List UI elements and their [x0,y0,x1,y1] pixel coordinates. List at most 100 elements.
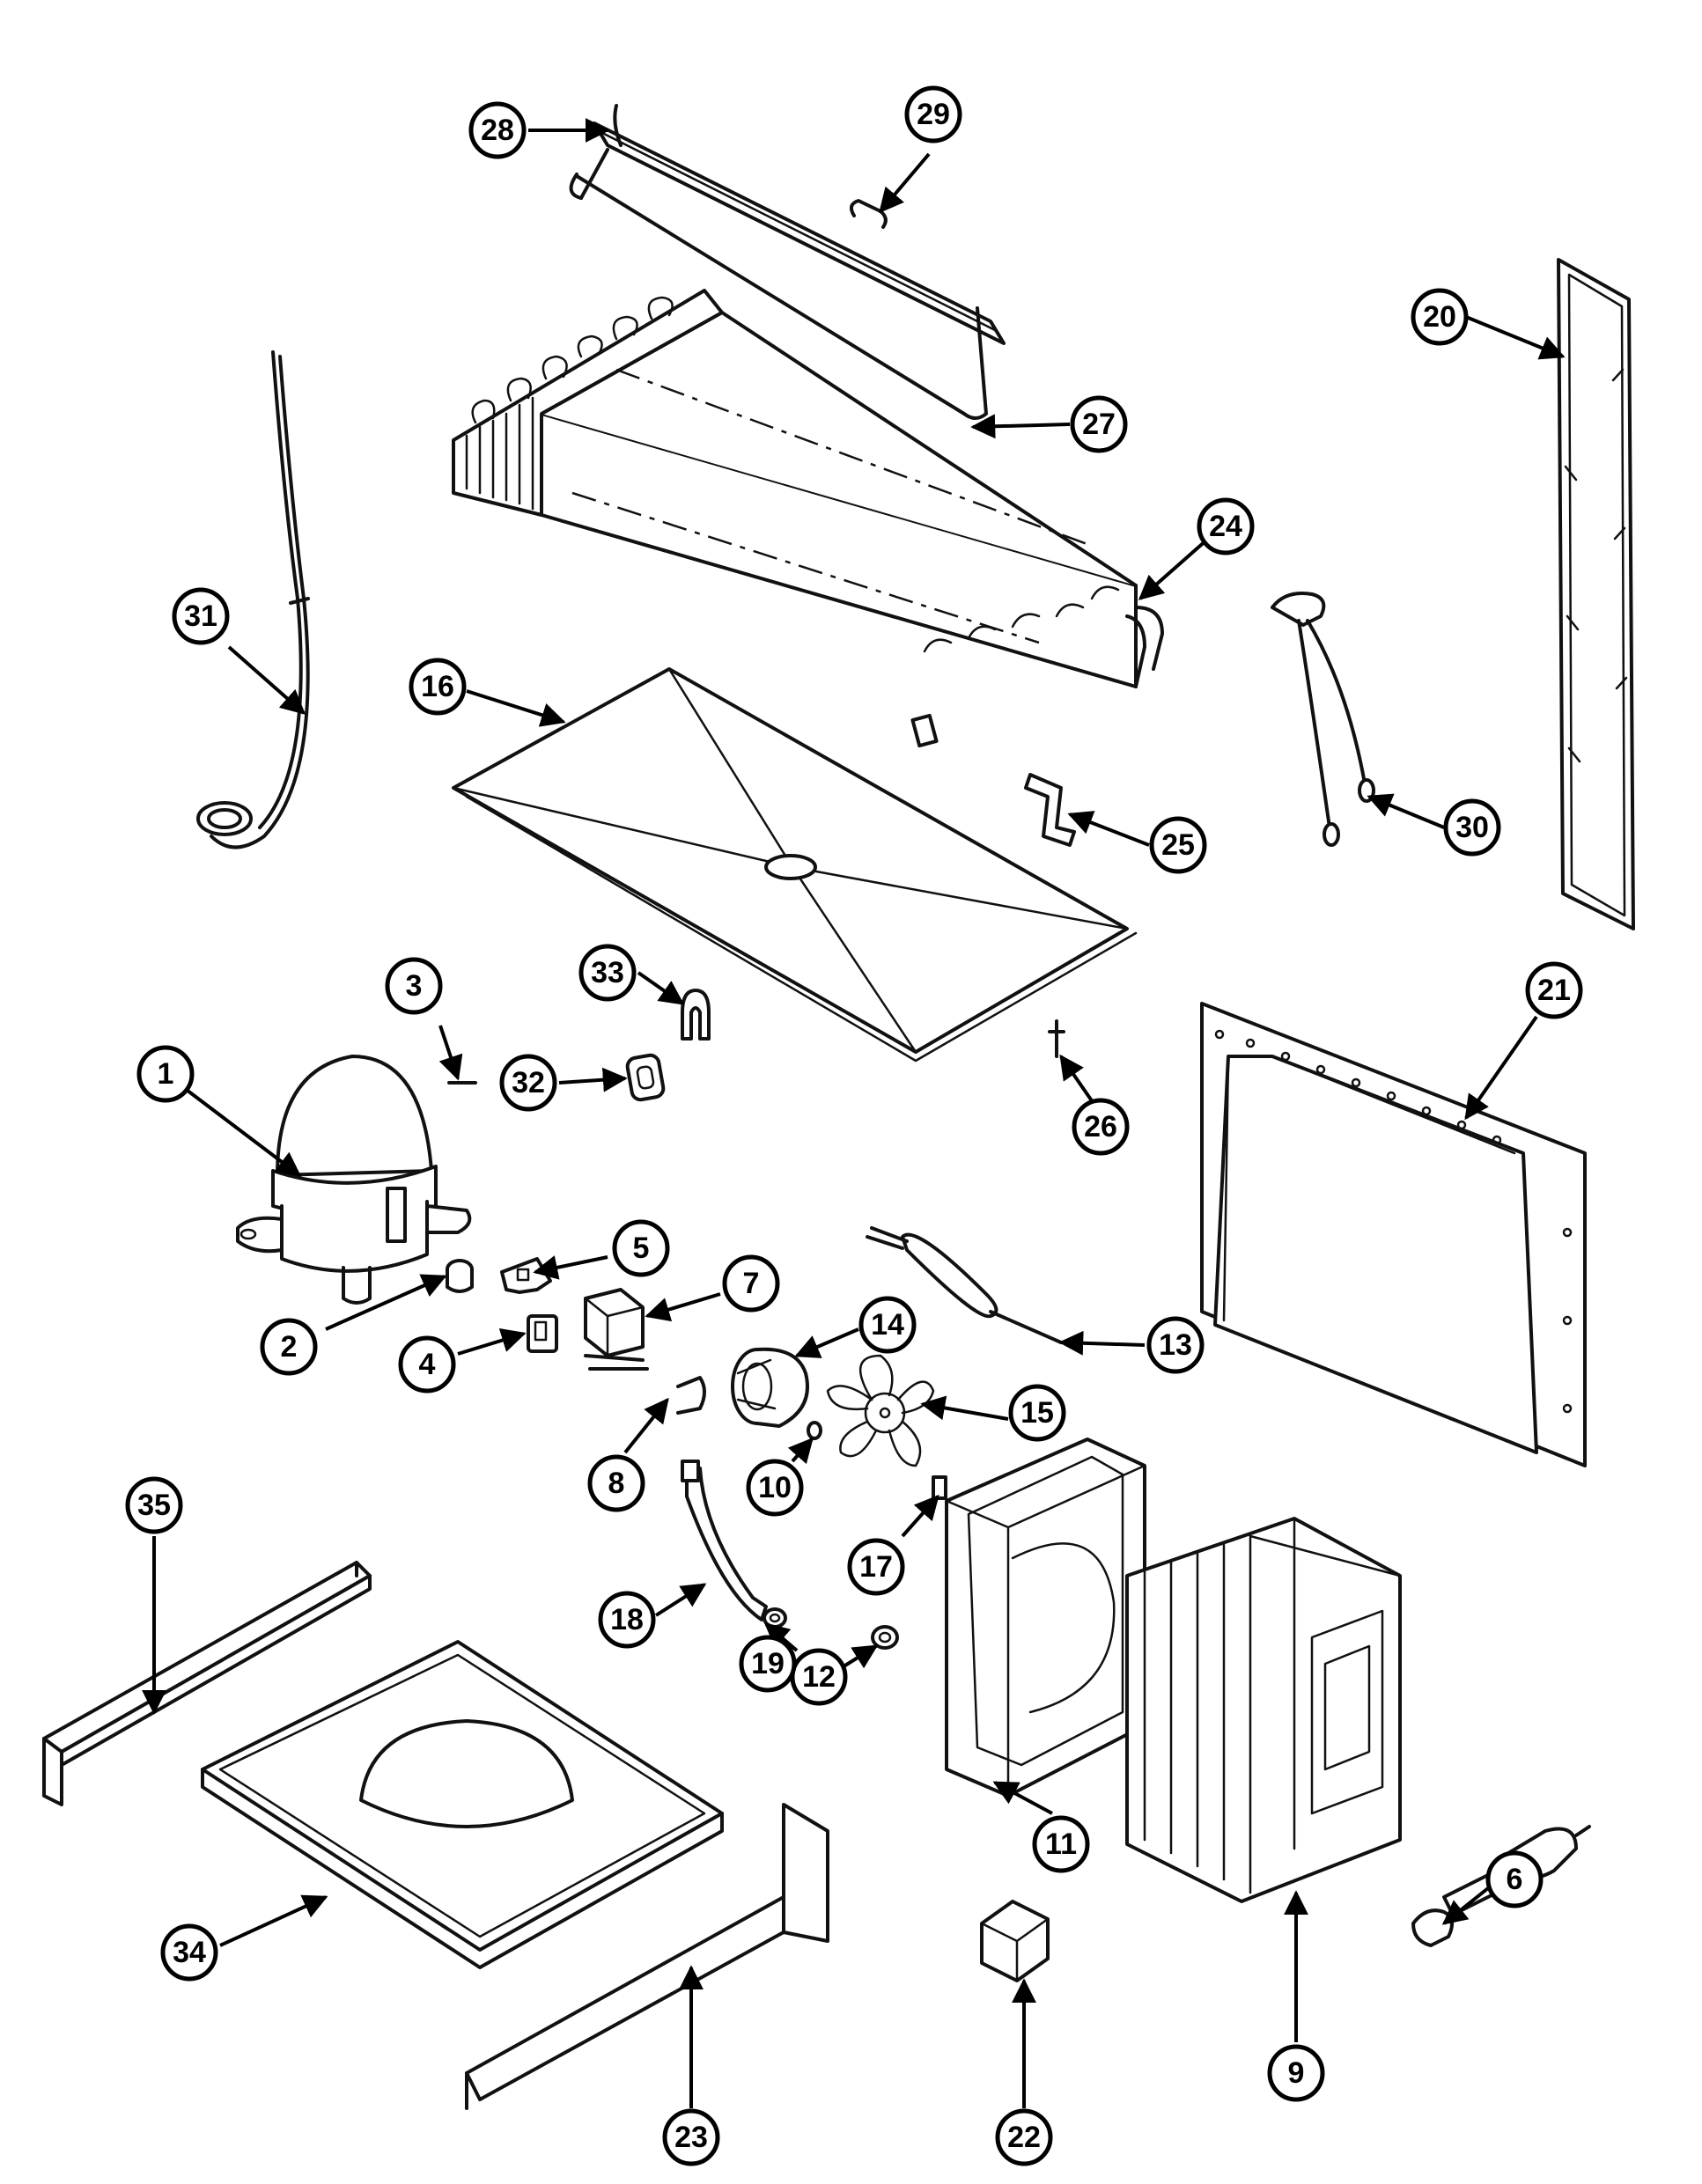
part-10-washer [807,1421,822,1440]
callout-7: 7 [722,1254,780,1313]
part-18-strap [681,1460,768,1621]
callout-15: 15 [1008,1384,1066,1442]
svg-text:32: 32 [512,1066,545,1099]
svg-text:6: 6 [1507,1863,1523,1896]
part-4-overload [527,1314,558,1353]
svg-text:19: 19 [751,1647,785,1680]
callout-17: 17 [847,1538,905,1596]
callout-29: 29 [904,85,962,143]
svg-text:33: 33 [591,956,624,989]
part-31-drain-tube [196,350,310,849]
part-24-evaporator [452,289,1164,748]
svg-text:35: 35 [137,1489,171,1522]
callout-9: 9 [1267,2044,1325,2102]
svg-text:26: 26 [1084,1110,1117,1143]
part-23-bracket [465,1803,829,2110]
callout-3: 3 [385,957,443,1015]
callout-2: 2 [260,1318,318,1376]
callout-31: 31 [172,587,230,645]
callout-13: 13 [1146,1316,1205,1374]
svg-text:25: 25 [1161,828,1195,862]
svg-text:21: 21 [1537,974,1571,1007]
svg-text:1: 1 [158,1057,174,1091]
callout-20: 20 [1411,288,1469,346]
svg-text:11: 11 [1045,1827,1077,1861]
svg-text:12: 12 [802,1660,836,1694]
callout-19: 19 [739,1635,797,1693]
part-34-drip-tray [201,1640,724,1969]
svg-text:5: 5 [633,1232,650,1265]
part-5-relay-clip [500,1257,552,1294]
callout-1: 1 [136,1045,195,1103]
callout-30: 30 [1443,798,1501,857]
part-21-back-panel [1200,1002,1587,1467]
callout-24: 24 [1197,497,1255,555]
callout-21: 21 [1525,961,1583,1019]
callout-11: 11 [1032,1815,1090,1873]
callout-4: 4 [398,1335,456,1393]
part-35-rail [42,1561,372,1806]
svg-text:8: 8 [608,1467,625,1500]
panel-holes [1214,1029,1573,1414]
svg-text:15: 15 [1020,1396,1054,1430]
callout-18: 18 [598,1591,656,1649]
svg-text:27: 27 [1082,408,1116,441]
svg-text:18: 18 [610,1603,644,1636]
svg-text:3: 3 [406,969,423,1003]
callout-28: 28 [468,101,527,159]
part-8-wire-clip [676,1376,706,1415]
svg-text:23: 23 [674,2121,708,2154]
part-15-fan-blade [826,1354,935,1467]
svg-text:17: 17 [859,1550,893,1584]
callout-32: 32 [499,1054,557,1112]
svg-text:14: 14 [871,1308,904,1342]
callout-14: 14 [858,1296,917,1354]
svg-text:10: 10 [758,1471,792,1504]
svg-text:7: 7 [743,1267,760,1300]
svg-text:22: 22 [1007,2121,1041,2154]
part-20-side-strip [1557,258,1635,930]
callout-27: 27 [1070,395,1128,453]
callout-23: 23 [662,2108,720,2166]
part-1-compressor [236,1055,477,1305]
callout-33: 33 [578,944,637,1002]
svg-text:2: 2 [281,1330,298,1364]
part-17-bracket [932,1475,947,1500]
part-7-relay [584,1288,649,1371]
svg-text:29: 29 [917,98,950,131]
svg-text:34: 34 [173,1936,206,1969]
part-14-fan-motor [731,1347,809,1428]
svg-text:13: 13 [1159,1328,1192,1362]
part-26-screw [1048,1019,1065,1058]
svg-text:16: 16 [421,670,454,703]
part-22-capacitor [980,1900,1050,1982]
part-32-grommet [625,1053,666,1102]
leader-lines [142,118,1566,2108]
svg-text:9: 9 [1288,2056,1305,2090]
part-9-condenser [1125,1517,1402,1903]
callout-6: 6 [1485,1850,1544,1908]
callout-12: 12 [790,1648,848,1706]
callout-16: 16 [409,658,467,716]
svg-text:30: 30 [1455,811,1489,844]
svg-text:28: 28 [481,114,514,147]
callout-8: 8 [587,1454,645,1512]
callout-34: 34 [160,1923,218,1982]
svg-text:20: 20 [1423,300,1456,334]
part-11-fan-shroud [945,1438,1146,1798]
part-12-grommet [871,1625,899,1650]
callout-25: 25 [1149,816,1207,874]
callout-10: 10 [746,1459,804,1517]
svg-text:24: 24 [1209,510,1242,543]
part-30-sensor [1271,592,1375,847]
callout-5: 5 [612,1219,670,1277]
part-25-bracket [1024,773,1076,847]
part-29-clip [849,199,888,229]
callout-35: 35 [125,1476,183,1534]
part-2-grommet [446,1259,474,1293]
callout-bubbles: 1 2 3 4 5 6 7 8 9 10 11 12 13 14 15 [125,85,1583,2166]
part-33-grommet [681,989,711,1041]
svg-text:31: 31 [184,599,217,633]
part-16-drain-pan [452,667,1138,1063]
